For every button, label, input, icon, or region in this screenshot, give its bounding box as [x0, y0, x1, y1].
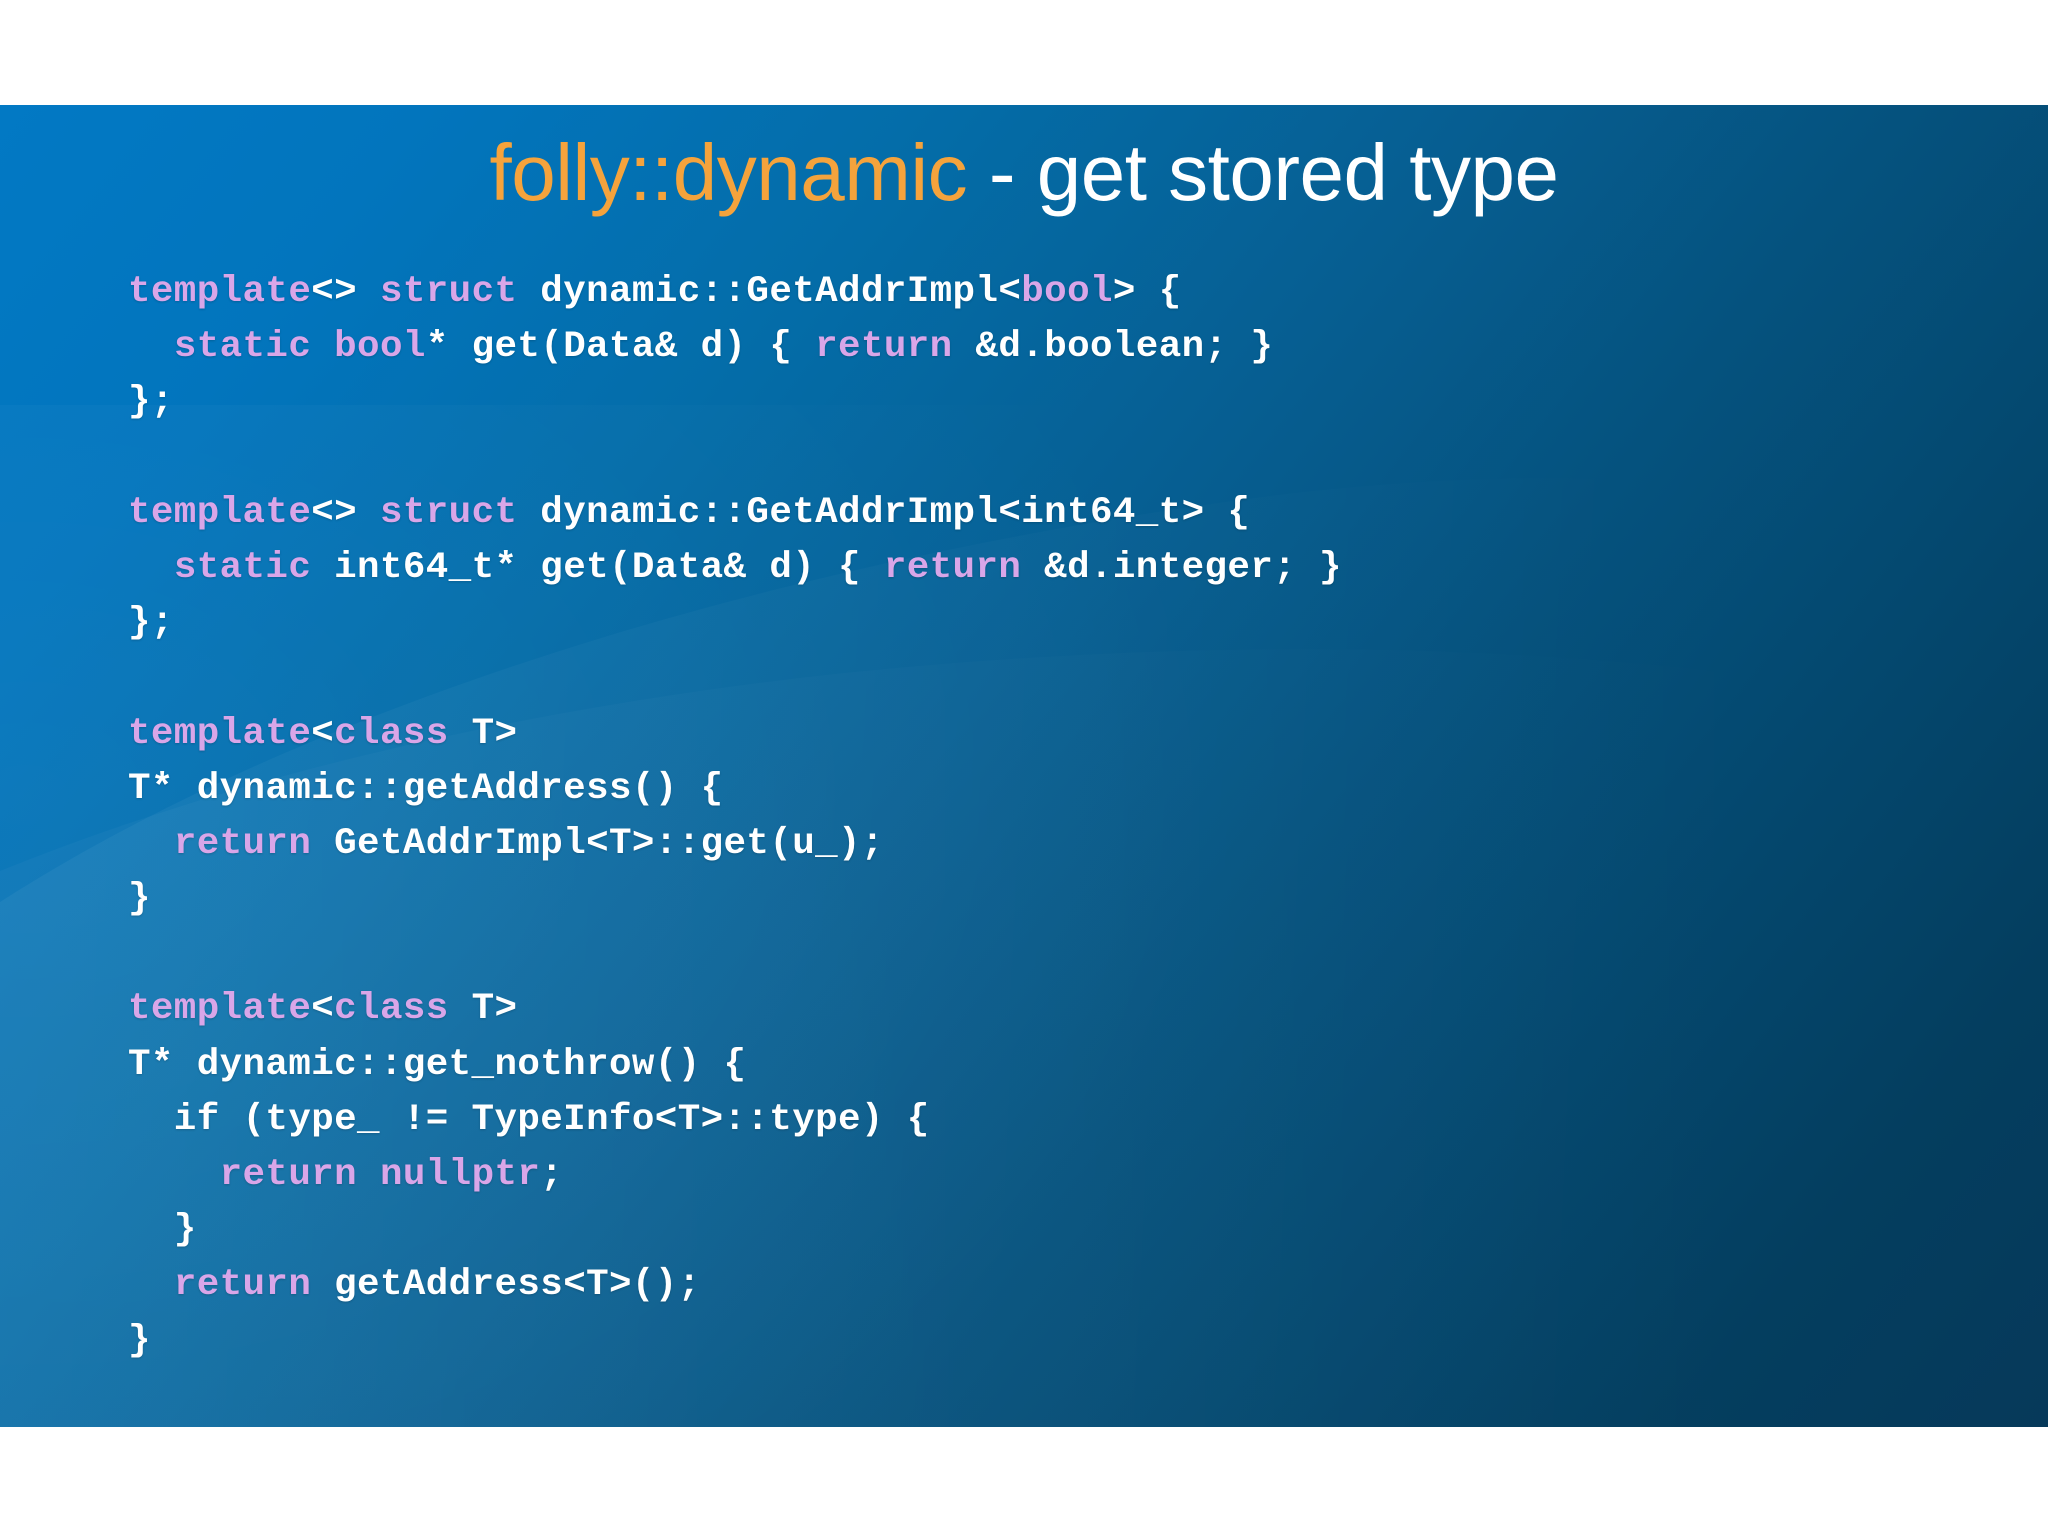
code-line: } [128, 1203, 1342, 1258]
code-identifier [128, 547, 174, 589]
code-line: }; [128, 596, 1342, 651]
code-identifier: GetAddrImpl<T>::get(u_); [311, 822, 884, 865]
code-identifier: <> [311, 271, 380, 313]
code-identifier: < [311, 988, 335, 1031]
code-identifier: } [128, 878, 151, 921]
code-line: } [128, 872, 1342, 927]
code-line: template<> struct dynamic::GetAddrImpl<b… [128, 265, 1342, 320]
code-block: template<> struct dynamic::GetAddrImpl<b… [128, 265, 1342, 1369]
code-identifier: > { [1112, 271, 1182, 313]
letterbox-top [0, 0, 2048, 105]
code-line: if (type_ != TypeInfo<T>::type) { [128, 1093, 1342, 1148]
code-identifier: if (type_ != TypeInfo<T>::type) { [128, 1098, 930, 1141]
title-rest-text: - get stored type [967, 128, 1559, 217]
code-line [128, 651, 1342, 706]
code-line: template<class T> [128, 707, 1342, 762]
code-keyword: template [128, 712, 312, 755]
code-identifier: T* dynamic::getAddress() { [128, 767, 724, 810]
code-identifier: } [128, 1209, 197, 1252]
code-keyword: bool [1021, 271, 1113, 313]
code-line: }; [128, 375, 1342, 430]
letterbox-bottom [0, 1427, 2048, 1536]
code-identifier: * get(Data& d) { [425, 326, 816, 369]
code-identifier: } [128, 1319, 151, 1362]
code-keyword: class [334, 988, 449, 1031]
code-identifier: T> [448, 988, 518, 1031]
code-line: template<> struct dynamic::GetAddrImpl<i… [128, 486, 1342, 541]
code-identifier: T* dynamic::get_nothrow() { [128, 1043, 747, 1086]
code-keyword: struct [379, 491, 518, 534]
title-accent-text: folly::dynamic [489, 128, 968, 217]
code-line: return GetAddrImpl<T>::get(u_); [128, 817, 1342, 872]
code-line: return getAddress<T>(); [128, 1258, 1342, 1313]
code-identifier: &d.integer; } [1021, 546, 1342, 589]
slide-canvas: folly::dynamic - get stored type templat… [0, 105, 2048, 1427]
code-identifier: < [311, 712, 335, 755]
code-identifier: dynamic::GetAddrImpl<int64_t> { [517, 491, 1251, 534]
code-keyword: template [128, 271, 312, 313]
page-title: folly::dynamic - get stored type [0, 133, 2048, 213]
code-line [128, 927, 1342, 982]
code-identifier: int64_t* get(Data& d) { [311, 546, 884, 589]
code-line: static bool* get(Data& d) { return &d.bo… [128, 320, 1342, 375]
code-keyword: return nullptr [219, 1154, 541, 1196]
code-keyword: class [334, 712, 449, 755]
code-line: static int64_t* get(Data& d) { return &d… [128, 541, 1342, 596]
code-line: return nullptr; [128, 1148, 1342, 1203]
code-identifier: }; [128, 381, 174, 424]
code-line [128, 431, 1342, 486]
code-identifier [128, 1264, 174, 1306]
code-line: template<class T> [128, 982, 1342, 1037]
code-identifier [128, 1154, 220, 1196]
code-keyword: return [173, 1264, 312, 1307]
code-line: } [128, 1314, 1342, 1369]
code-identifier: ; [540, 1154, 564, 1196]
code-identifier [128, 326, 174, 368]
code-keyword: template [128, 491, 312, 534]
code-identifier: T> [448, 712, 518, 755]
code-identifier [128, 823, 174, 865]
code-identifier: getAddress<T>(); [311, 1264, 701, 1307]
code-identifier: }; [128, 602, 174, 645]
code-keyword: return [815, 326, 953, 369]
code-keyword: return [173, 822, 312, 865]
code-line: T* dynamic::getAddress() { [128, 762, 1342, 817]
code-identifier: <> [311, 491, 380, 534]
code-keyword: template [128, 988, 312, 1031]
code-line: T* dynamic::get_nothrow() { [128, 1038, 1342, 1093]
code-identifier: dynamic::GetAddrImpl< [517, 271, 1022, 313]
code-keyword: static bool [173, 326, 426, 369]
code-keyword: static [173, 546, 312, 589]
code-keyword: return [883, 546, 1022, 589]
code-identifier: &d.boolean; } [952, 326, 1274, 369]
code-keyword: struct [379, 271, 518, 313]
